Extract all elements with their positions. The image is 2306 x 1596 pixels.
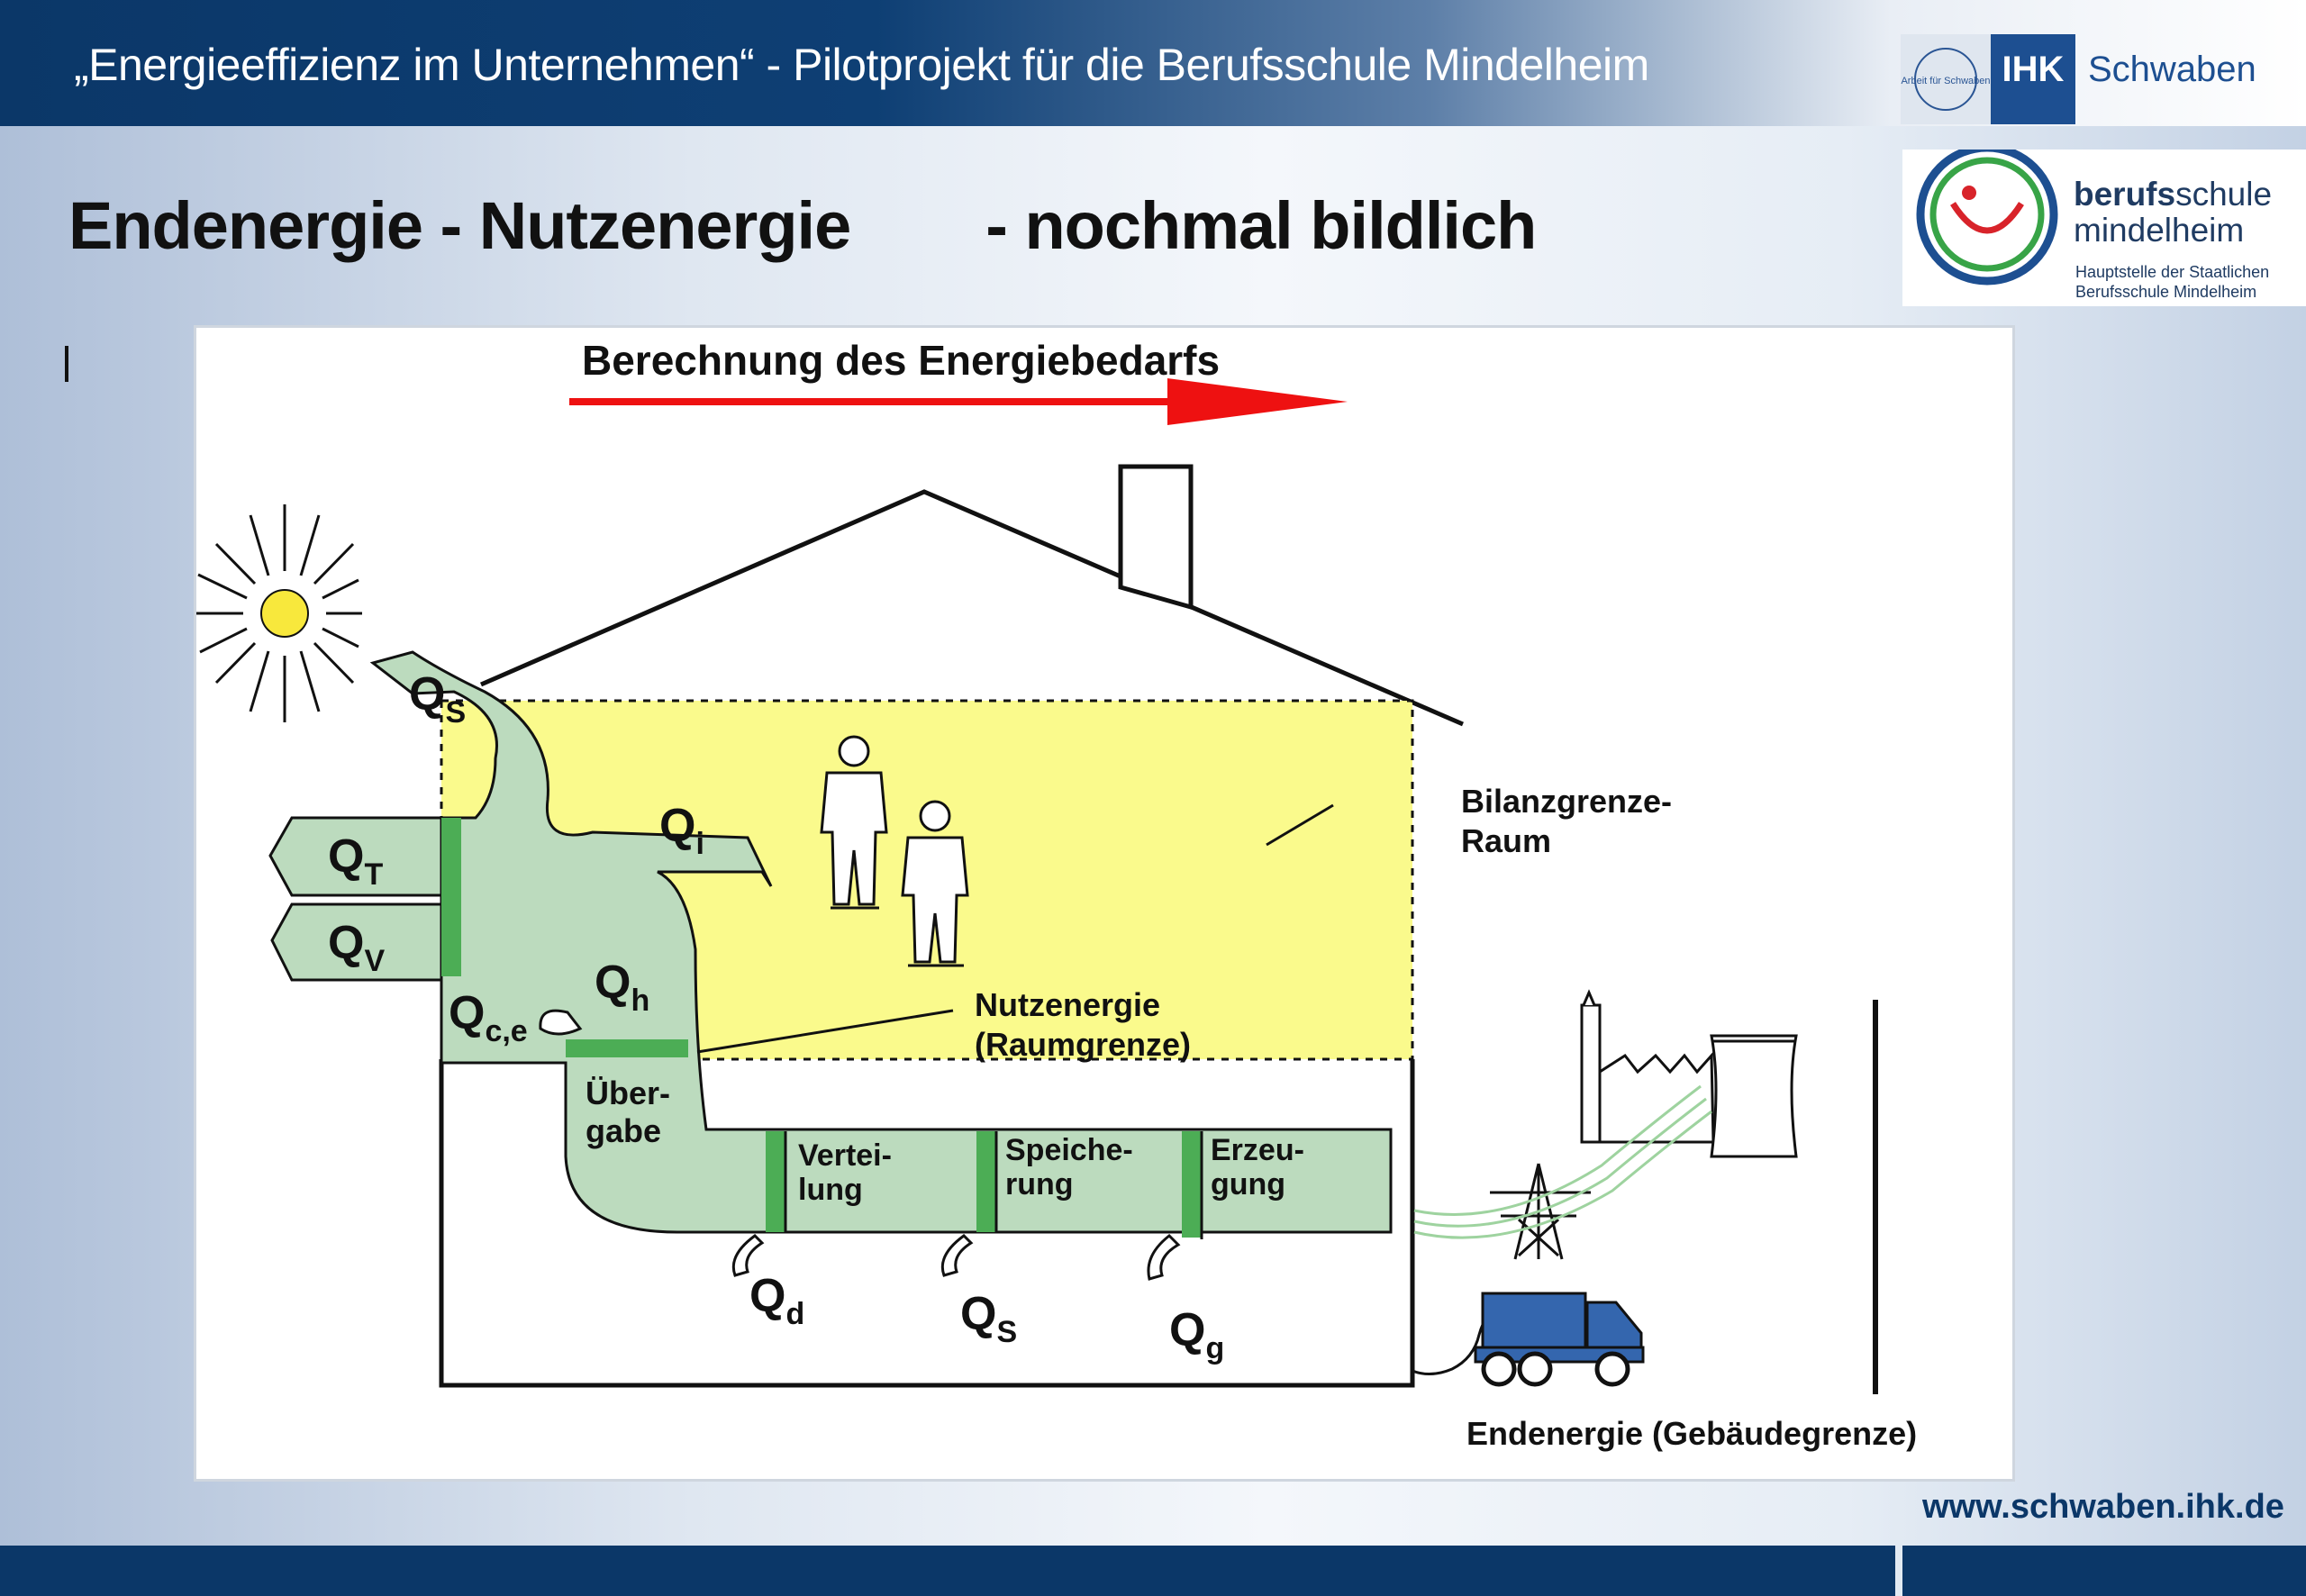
- school-logo-name-rest: schule: [2175, 176, 2272, 213]
- ihk-schwaben-logo: Arbeit für Schwaben IHK Schwaben: [1901, 34, 2297, 128]
- building-boundary: [439, 1059, 1415, 1388]
- label-qh: Qh: [595, 957, 649, 1018]
- factory-icon: [1580, 989, 1798, 1158]
- stage-verteilung: Vertei-lung: [798, 1138, 892, 1207]
- energy-flow-shape: [369, 650, 1393, 1234]
- footer-bar-right: [1902, 1546, 2306, 1596]
- loss-drip-ce: [539, 1009, 583, 1036]
- bilanzgrenze-leader: [1266, 803, 1334, 847]
- person-icon-2: [901, 800, 969, 967]
- green-band-erzeugung: [1182, 1131, 1202, 1238]
- school-logo-name-bold: berufs: [2074, 176, 2175, 213]
- footer-url: www.schwaben.ihk.de: [1922, 1488, 2284, 1526]
- energy-balance-diagram: Berechnung des Energiebedarfs: [196, 328, 2012, 1479]
- truck-icon: [1474, 1292, 1645, 1387]
- ihk-name-text: Schwaben: [2088, 50, 2256, 89]
- green-band-walls: [441, 818, 461, 976]
- endenergie-label: Endenergie (Gebäudegrenze): [1466, 1415, 1917, 1452]
- slide-title: Endenergie - Nutzenergie - nochmal bildli…: [68, 187, 1537, 264]
- loss-drip-d: [731, 1234, 765, 1277]
- footer-bar: [0, 1546, 1895, 1596]
- slide-title-part2: - nochmal bildlich: [985, 188, 1537, 263]
- sun-icon: [196, 504, 362, 722]
- svg-text:berufsschule: berufsschule: [2074, 176, 2272, 213]
- school-logo-sub-line2: Berufsschule Mindelheim: [2075, 283, 2256, 301]
- person-icon-1: [820, 735, 888, 910]
- house-chimney: [1118, 464, 1194, 611]
- loss-drip-s: [940, 1234, 974, 1277]
- red-arrow-shaft: [569, 398, 1200, 405]
- label-qs-top: QS: [409, 668, 466, 730]
- stage-speicherung: Speiche-rung: [1005, 1133, 1133, 1202]
- label-qt: QT: [328, 830, 383, 892]
- slide-title-part1: Endenergie - Nutzenergie: [68, 188, 851, 263]
- label-qce: Qc,e: [449, 987, 528, 1048]
- label-qi: Qi: [659, 800, 704, 861]
- stage-uebergabe: Über-gabe: [586, 1075, 670, 1149]
- bilanzgrenze-label: Bilanzgrenze-Raum: [1461, 783, 1672, 859]
- school-logo-name-line2: mindelheim: [2074, 212, 2244, 249]
- red-arrow-head: [1167, 378, 1348, 425]
- label-qd: Qd: [749, 1270, 804, 1331]
- stage-erzeugung: Erzeu-gung: [1211, 1133, 1304, 1202]
- green-band-verteilung: [766, 1131, 785, 1232]
- label-qg: Qg: [1169, 1304, 1224, 1365]
- loss-drip-g: [1147, 1233, 1181, 1281]
- text-cursor-mark: [65, 346, 68, 382]
- house-roof: [480, 489, 1464, 727]
- school-logo-sub-line1: Hauptstelle der Staatlichen: [2075, 263, 2269, 281]
- presentation-title: „Energieeffizienz im Unternehmen“ - Pilo…: [74, 40, 1649, 90]
- ihk-seal-text: Arbeit für Schwaben: [1901, 76, 1990, 86]
- label-qs-bottom: QS: [960, 1288, 1017, 1349]
- power-lines: [1413, 1084, 1712, 1239]
- nutzenergie-label: Nutzenergie(Raumgrenze): [975, 986, 1191, 1063]
- ihk-brand-text: IHK: [2002, 50, 2065, 89]
- nutzenergie-leader: [696, 1009, 954, 1054]
- arrow-label: Berechnung des Energiebedarfs: [582, 337, 1220, 384]
- green-band-speicherung: [976, 1131, 996, 1232]
- berufsschule-mindelheim-logo: berufsschule mindelheim Hauptstelle der …: [1902, 143, 2306, 306]
- green-band-uebergabe: [566, 1039, 688, 1057]
- label-qv: QV: [328, 917, 385, 978]
